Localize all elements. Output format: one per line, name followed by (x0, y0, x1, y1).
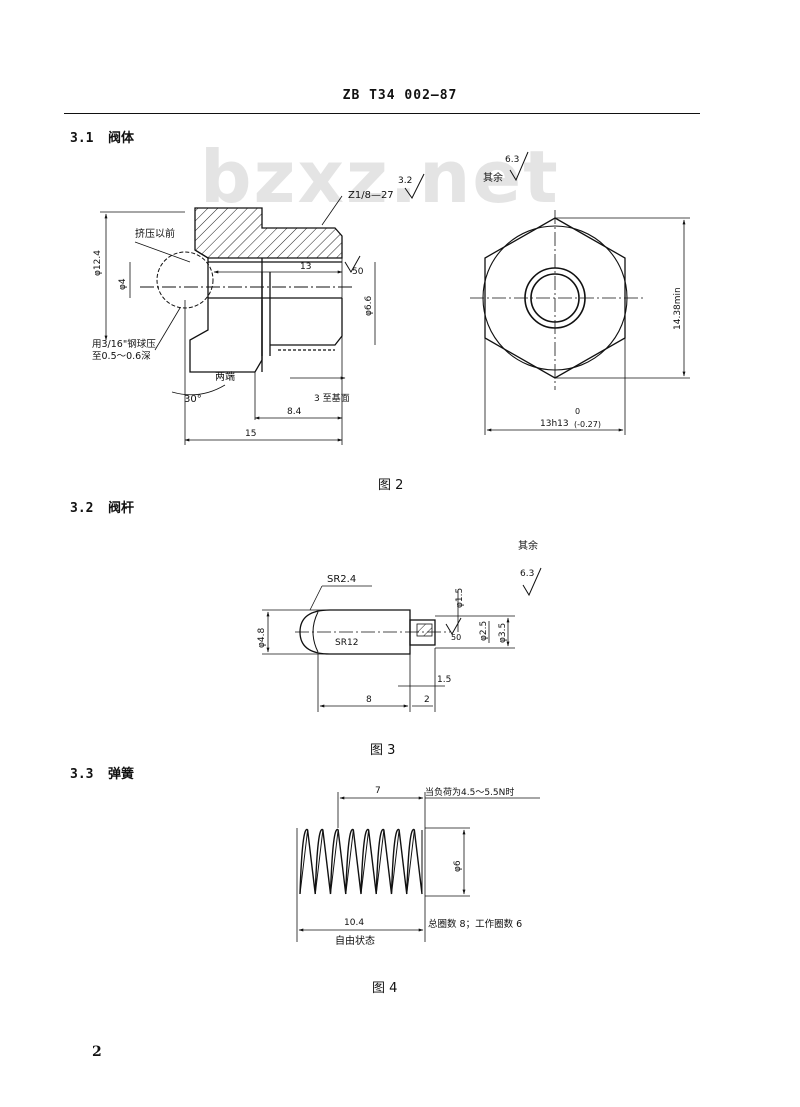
fig4-load-note: 当负荷为4.5～5.5N时 (425, 786, 514, 798)
fig2-side-view (100, 173, 425, 445)
fig3-roughness-50: 50 (451, 633, 461, 642)
fig2-dim-13h13-upper: 0 (575, 407, 580, 416)
fig2-caption: 图 2 (378, 478, 404, 493)
fig2-note-ball-2: 至0.5～0.6深 (92, 351, 151, 362)
fig3-sr2-4: SR2.4 (327, 574, 356, 585)
fig2-roughness-50: 50 (352, 267, 364, 277)
fig2-dim-13h13: 13h13 (540, 419, 569, 429)
fig2-note-extrude: 挤压以前 (135, 227, 175, 240)
fig3-sr12: SR12 (335, 638, 358, 648)
fig2-dim-3: 3 至基面 (314, 392, 350, 404)
page-number: 2 (92, 1044, 102, 1060)
header-rule (64, 113, 700, 114)
fig4-coil-note: 总圈数 8；工作圈数 6 (428, 918, 522, 930)
fig2-dim-15: 15 (245, 429, 256, 439)
fig2-dim-phi12-4: φ12.4 (93, 250, 103, 276)
section-title: 弹簧 (108, 767, 135, 782)
fig3-caption: 图 3 (370, 743, 396, 758)
section-3-3: 3.3 弹簧 (70, 763, 134, 782)
fig4-caption: 图 4 (372, 981, 398, 996)
fig2-hex-outline (189, 249, 263, 373)
fig2-hex-view (470, 151, 690, 435)
section-3-1: 3.1 阀体 (70, 127, 134, 146)
fig3-dim-8: 8 (366, 695, 372, 705)
fig2-thread-roughness: 3.2 (398, 176, 412, 186)
section-number: 3.3 (70, 767, 94, 782)
fig4-spring (296, 792, 540, 942)
fig3-roughness-other: 其余 (518, 539, 538, 552)
fig2-thread-label: Z1/8—27 (348, 190, 394, 201)
fig2-dim-phi4: φ4 (118, 278, 128, 290)
fig2-dim-13: 13 (300, 262, 311, 272)
fig3-phi1-5: φ1.5 (455, 588, 465, 608)
fig2-note-ball-1: 用3/16"钢球压 (92, 338, 156, 350)
fig4-free-state: 自由状态 (335, 934, 375, 947)
fig4-coil (299, 828, 423, 895)
fig4-coil-back (299, 829, 423, 895)
fig3-stem (262, 567, 542, 712)
section-number: 3.2 (70, 501, 94, 516)
fig3-dim-1-5: 1.5 (437, 675, 451, 685)
section-3-2: 3.2 阀杆 (70, 497, 134, 516)
fig2-dim-8-4: 8.4 (287, 407, 302, 417)
section-title: 阀体 (108, 131, 135, 146)
fig2-hatched-section (194, 207, 343, 259)
watermark: bzxz.net (200, 135, 560, 219)
section-number: 3.1 (70, 131, 94, 146)
fig4-dim-10-4: 10.4 (344, 918, 364, 928)
standard-header: ZB T34 002—87 (342, 88, 458, 103)
fig2-roughness-other: 其余 (483, 171, 503, 184)
section-title: 阀杆 (108, 501, 135, 516)
fig2-dim-14-38: 14.38min (673, 287, 683, 330)
fig3-phi4-8: φ4.8 (257, 627, 267, 648)
fig3-phi2-5: φ2.5 (479, 621, 489, 641)
fig3-tip (409, 619, 436, 646)
fig2-dim-phi6-6: φ6.6 (364, 295, 374, 316)
fig2-note-both-ends: 两端 (215, 370, 235, 383)
fig2-dim-13h13-lower: (-0.27) (574, 420, 601, 429)
fig2-roughness-value: 6.3 (505, 155, 519, 165)
fig3-phi3-5: φ3.5 (498, 623, 508, 643)
fig2-angle: 30° (184, 394, 202, 405)
fig4-phi6: φ6 (453, 860, 463, 872)
fig4-dim-7: 7 (375, 786, 381, 796)
fig3-roughness-value: 6.3 (520, 569, 534, 579)
fig3-dim-2: 2 (424, 695, 430, 705)
